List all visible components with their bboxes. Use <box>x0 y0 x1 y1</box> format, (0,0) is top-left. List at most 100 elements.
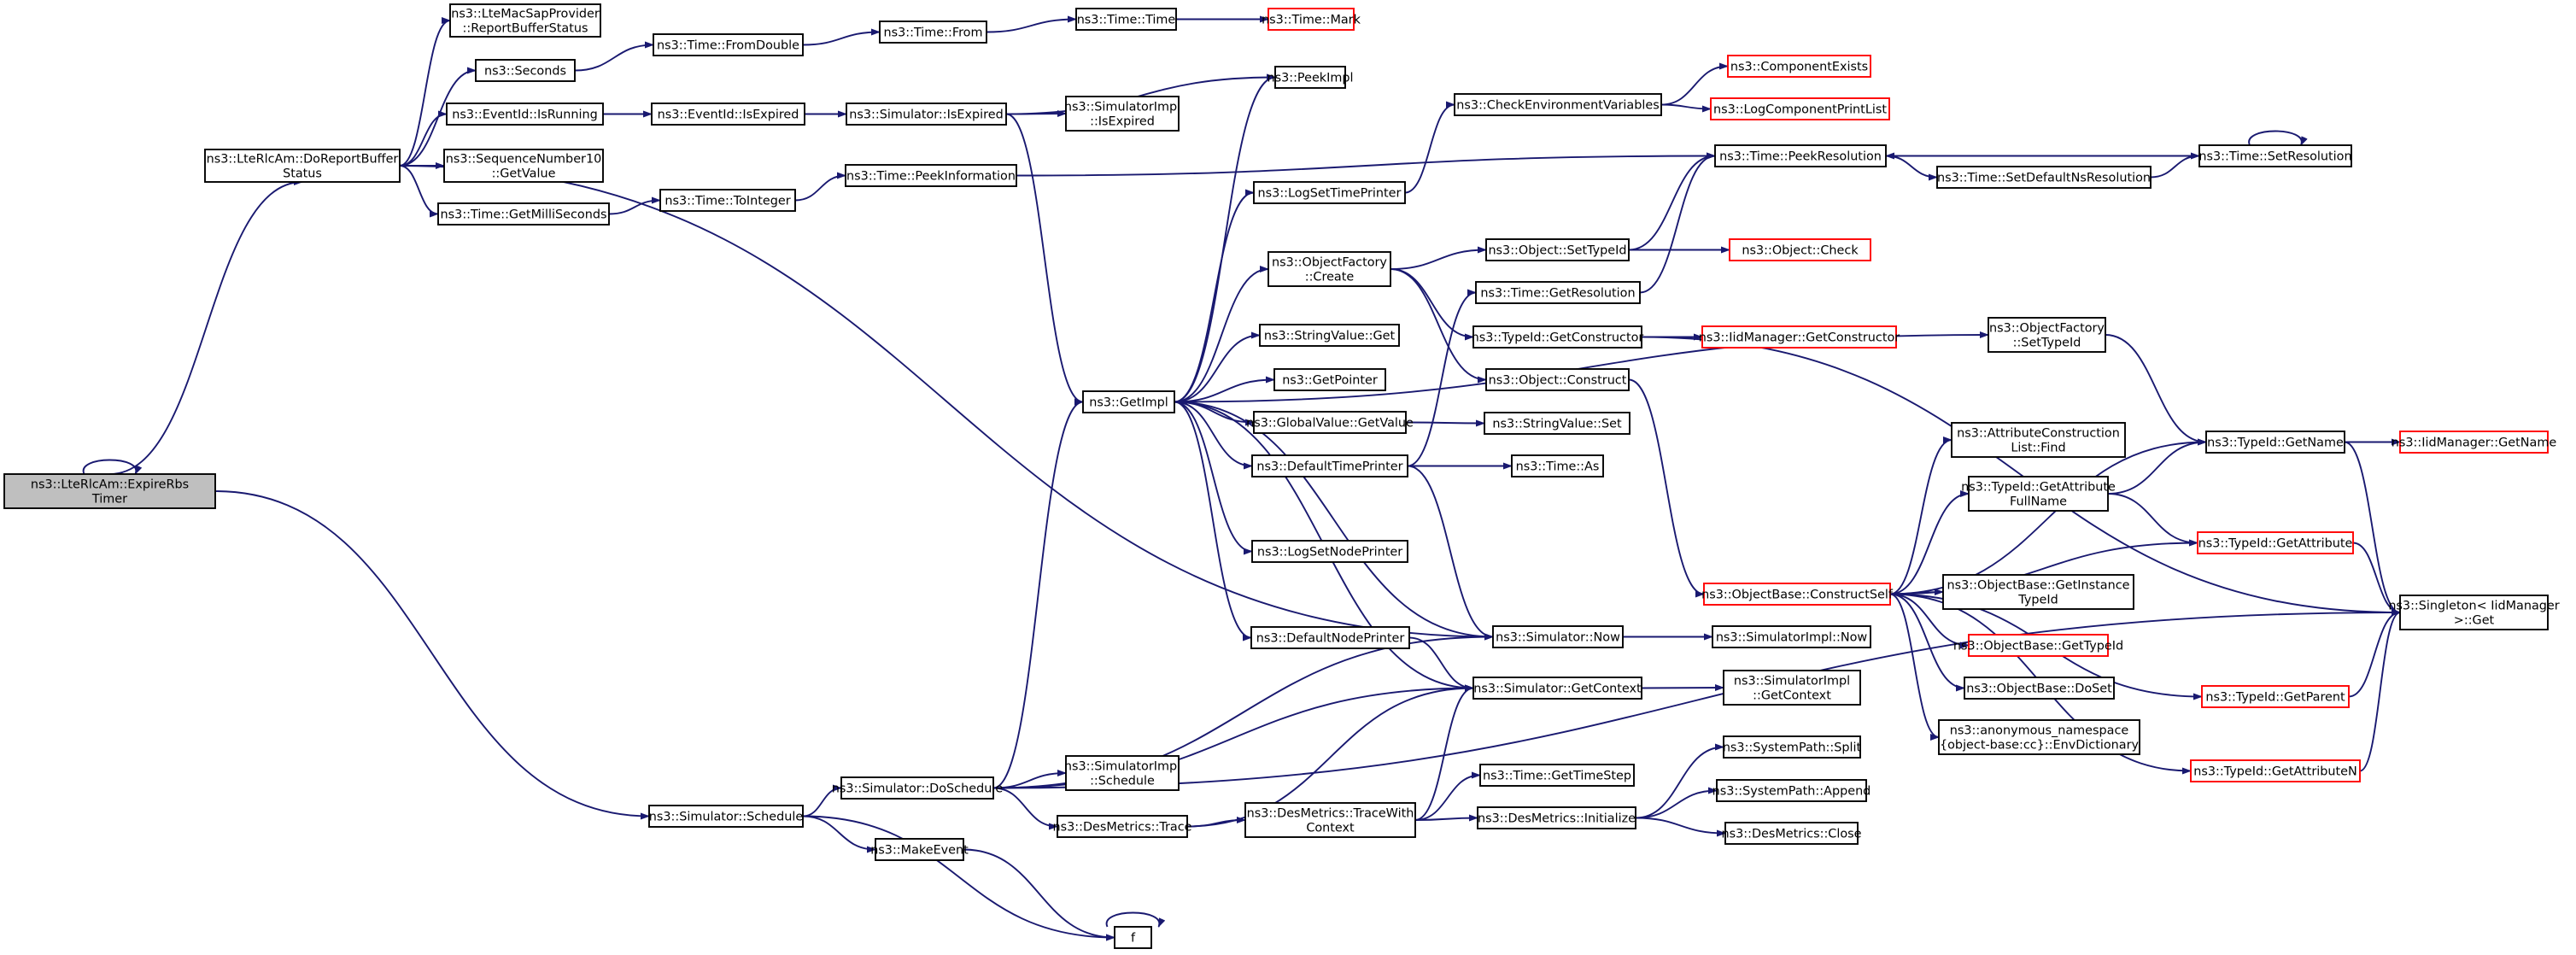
node-box <box>475 59 576 82</box>
node-seqnum[interactable]: ns3::SequenceNumber10::GetValue <box>443 149 604 183</box>
node-checkenv[interactable]: ns3::CheckEnvironmentVariables <box>1454 93 1662 116</box>
node-iidgetcons[interactable]: ns3::IidManager::GetConstructor <box>1699 325 1900 349</box>
node-simimplctx[interactable]: ns3::SimulatorImpl::GetContext <box>1723 670 1861 706</box>
node-desinit[interactable]: ns3::DesMetrics::Initialize <box>1477 806 1636 829</box>
node-peekinfo[interactable]: ns3::Time::PeekInformation <box>845 164 1017 187</box>
node-getmilli[interactable]: ns3::Time::GetMilliSeconds <box>437 202 610 226</box>
node-append[interactable]: ns3::SystemPath::Append <box>1712 779 1871 802</box>
node-getparent[interactable]: ns3::TypeId::GetParent <box>2201 685 2350 708</box>
node-label: ns3::LogSetTimePrinter <box>1258 187 1402 201</box>
node-schedule[interactable]: ns3::Simulator::Schedule <box>648 805 804 828</box>
node-objcheck[interactable]: ns3::Object::Check <box>1729 238 1871 261</box>
node-logsetnode[interactable]: ns3::LogSetNodePrinter <box>1251 540 1408 563</box>
node-split[interactable]: ns3::SystemPath::Split <box>1723 735 1862 759</box>
edge-getattrfull-to-getattribute <box>2107 493 2198 547</box>
node-box <box>1485 368 1630 391</box>
node-objfactcreate[interactable]: ns3::ObjectFactory::Create <box>1268 251 1391 287</box>
node-anonenv[interactable]: ns3::anonymous_namespace{object-base:cc}… <box>1938 719 2140 755</box>
node-globalget[interactable]: ns3::GlobalValue::GetValue <box>1246 411 1414 434</box>
node-timemark[interactable]: ns3::Time::Mark <box>1262 8 1361 31</box>
node-makeevent[interactable]: ns3::MakeEvent <box>870 838 969 861</box>
node-simexpired[interactable]: ns3::Simulator::IsExpired <box>846 103 1007 126</box>
node-label: ns3::ObjectFactory <box>1272 256 1387 270</box>
node-tointeger[interactable]: ns3::Time::ToInteger <box>659 189 796 212</box>
node-simimplnow[interactable]: ns3::SimulatorImpl::Now <box>1712 625 1871 648</box>
node-seconds[interactable]: ns3::Seconds <box>475 59 576 82</box>
node-compexists[interactable]: ns3::ComponentExists <box>1727 55 1871 78</box>
edge-constructself-to-typeidname <box>1889 438 2207 595</box>
node-stringset[interactable]: ns3::StringValue::Set <box>1484 412 1630 435</box>
node-typeidname[interactable]: ns3::TypeId::GetName <box>2205 431 2345 454</box>
node-stringget[interactable]: ns3::StringValue::Get <box>1259 324 1400 347</box>
node-iidgetname[interactable]: ns3::IidManager::GetName <box>2392 431 2557 454</box>
node-simnow[interactable]: ns3::Simulator::Now <box>1492 625 1624 648</box>
node-label: ::GetContext <box>1753 689 1831 703</box>
node-box <box>1454 93 1662 116</box>
node-simimplexpired[interactable]: ns3::SimulatorImpl::IsExpired <box>1064 96 1180 132</box>
node-logsettime[interactable]: ns3::LogSetTimePrinter <box>1253 181 1406 204</box>
node-label: ns3::SimulatorImpl <box>1734 675 1850 688</box>
node-doschedule[interactable]: ns3::Simulator::DoSchedule <box>832 776 1004 800</box>
node-fromdouble[interactable]: ns3::Time::FromDouble <box>653 33 804 56</box>
node-label: ns3::Time::Mark <box>1262 14 1361 27</box>
node-deftimeprinter[interactable]: ns3::DefaultTimePrinter <box>1251 454 1408 478</box>
node-simimplsched[interactable]: ns3::SimulatorImpl::Schedule <box>1064 755 1180 791</box>
node-timefrom[interactable]: ns3::Time::From <box>879 21 987 44</box>
node-box <box>2201 685 2350 708</box>
edge-desinit-to-desclose <box>1635 817 1726 837</box>
node-label: ns3::TypeId::GetConstructor <box>1472 331 1644 345</box>
node-getcontext[interactable]: ns3::Simulator::GetContext <box>1472 677 1642 700</box>
node-label: ns3::Singleton< IidManager <box>2388 600 2559 613</box>
node-timetime[interactable]: ns3::Time::Time <box>1075 8 1177 31</box>
node-objfactsettype[interactable]: ns3::ObjectFactory::SetTypeId <box>1988 317 2106 353</box>
node-peekres[interactable]: ns3::Time::PeekResolution <box>1714 144 1887 167</box>
node-objconstruct[interactable]: ns3::Object::Construct <box>1485 368 1630 391</box>
node-constructself[interactable]: ns3::ObjectBase::ConstructSelf <box>1701 583 1894 606</box>
node-singleton[interactable]: ns3::Singleton< IidManager>::Get <box>2388 595 2560 630</box>
node-doset[interactable]: ns3::ObjectBase::DoSet <box>1964 677 2115 700</box>
node-label: ns3::GetImpl <box>1089 396 1168 410</box>
node-label: ::IsExpired <box>1090 115 1155 129</box>
node-desclose[interactable]: ns3::DesMetrics::Close <box>1721 822 1862 845</box>
node-f[interactable]: f <box>1114 926 1152 949</box>
edge-getimpl-to-simnow <box>1174 401 1494 641</box>
edge-getimpl-to-deftimeprinter <box>1174 401 1253 470</box>
node-objsettypeid[interactable]: ns3::Object::SetTypeId <box>1485 238 1630 261</box>
edge-schedule-to-doschedule <box>802 784 842 817</box>
node-eventexpired[interactable]: ns3::EventId::IsExpired <box>651 103 805 126</box>
node-label: ns3::AttributeConstruction <box>1957 427 2120 441</box>
edge-doreport-to-simnow <box>399 165 1494 641</box>
node-gettimestep[interactable]: ns3::Time::GetTimeStep <box>1479 764 1635 787</box>
node-eventrunning[interactable]: ns3::EventId::IsRunning <box>446 103 604 126</box>
node-setres[interactable]: ns3::Time::SetResolution <box>2198 144 2352 167</box>
node-logcompprint[interactable]: ns3::LogComponentPrintList <box>1710 97 1890 120</box>
node-peekimpl[interactable]: ns3::PeekImpl <box>1267 66 1354 89</box>
node-label: ns3::StringValue::Get <box>1264 330 1396 343</box>
node-objbasetypeid[interactable]: ns3::ObjectBase::GetTypeId <box>1953 634 2123 657</box>
node-box <box>651 103 805 126</box>
node-getpointer[interactable]: ns3::GetPointer <box>1273 368 1386 391</box>
node-destrace[interactable]: ns3::DesMetrics::Trace <box>1052 815 1192 838</box>
node-defnodeprinter[interactable]: ns3::DefaultNodePrinter <box>1250 626 1410 649</box>
node-getconstructor[interactable]: ns3::TypeId::GetConstructor <box>1472 325 1644 349</box>
node-label: ns3::TypeId::GetAttribute <box>2198 537 2353 551</box>
node-label: ns3::TypeId::GetAttribute <box>1961 481 2116 495</box>
node-getres[interactable]: ns3::Time::GetResolution <box>1475 281 1641 304</box>
node-getattrn[interactable]: ns3::TypeId::GetAttributeN <box>2190 759 2361 782</box>
node-getattribute[interactable]: ns3::TypeId::GetAttribute <box>2197 531 2354 554</box>
node-setdefns[interactable]: ns3::Time::SetDefaultNsResolution <box>1936 166 2152 189</box>
node-timeas[interactable]: ns3::Time::As <box>1511 454 1604 478</box>
node-macsap[interactable]: ns3::LteMacSapProvider::ReportBufferStat… <box>449 3 601 38</box>
edge-root-to-root <box>82 459 143 475</box>
node-box <box>1511 454 1604 478</box>
node-label: ns3::Simulator::Now <box>1496 631 1620 645</box>
node-box <box>1964 677 2115 700</box>
node-box <box>648 805 804 828</box>
node-getimpl[interactable]: ns3::GetImpl <box>1082 390 1175 413</box>
